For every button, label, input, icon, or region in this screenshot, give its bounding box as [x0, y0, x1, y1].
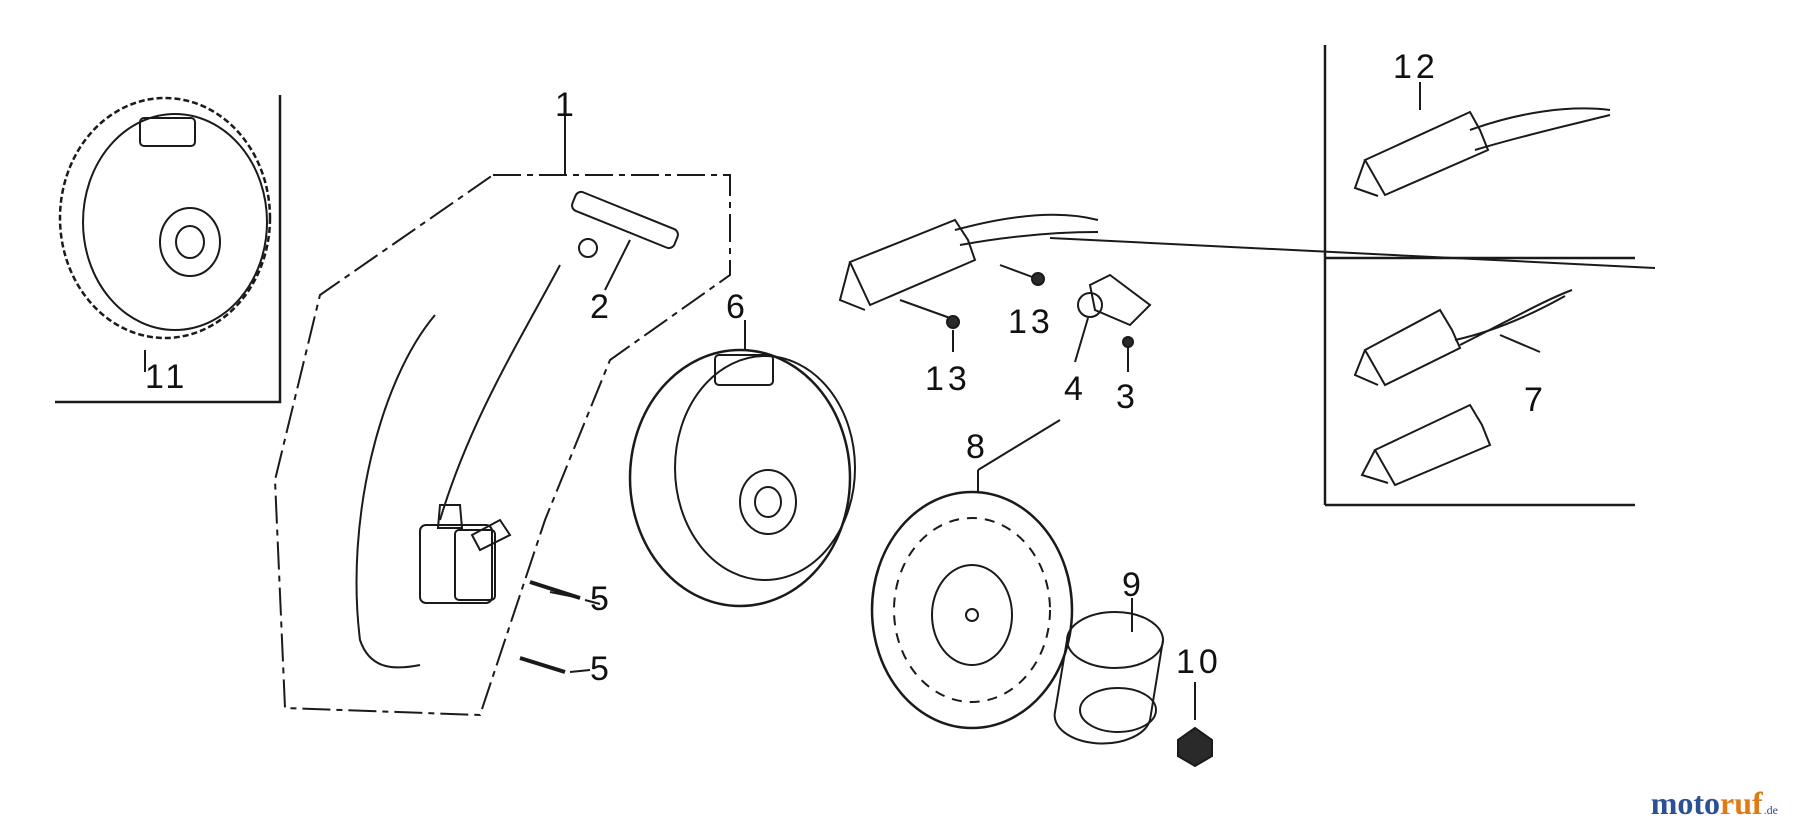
part-6-flywheel	[628, 320, 856, 608]
label-part-5-upper: 5	[590, 580, 613, 618]
label-part-5-lower: 5	[590, 650, 613, 688]
label-part-3: 3	[1116, 378, 1139, 416]
watermark-suffix: .de	[1763, 803, 1778, 817]
label-part-8: 8	[966, 428, 989, 466]
ignition-coil	[355, 264, 561, 669]
label-part-1: 1	[555, 86, 578, 124]
label-part-11: 11	[145, 358, 189, 396]
callout-lines	[564, 115, 1061, 471]
label-part-2: 2	[590, 288, 613, 326]
charge-coil-center	[838, 213, 1656, 352]
part-2-pin	[571, 190, 679, 291]
label-part-4: 4	[1064, 370, 1087, 408]
part-5-screws	[519, 580, 601, 674]
label-part-10: 10	[1176, 643, 1222, 681]
part-10-nut	[1177, 682, 1213, 768]
label-part-13-left: 13	[925, 360, 971, 398]
watermark-part2: ruf	[1720, 785, 1763, 821]
part-7-coils	[1353, 289, 1573, 487]
part-4-bracket	[1074, 273, 1152, 372]
part-1-group-frame	[273, 118, 731, 717]
part-9-starter-cup	[1053, 598, 1164, 745]
label-part-13-right: 13	[1008, 303, 1054, 341]
label-part-12: 12	[1393, 48, 1439, 86]
label-part-9: 9	[1122, 566, 1145, 604]
part-8-fan	[870, 470, 1074, 730]
watermark-part1: moto	[1650, 785, 1721, 821]
part-11-flywheel	[55, 95, 282, 404]
label-part-7: 7	[1524, 381, 1547, 419]
label-part-6: 6	[726, 288, 749, 326]
right-frames	[1323, 45, 1635, 507]
part-12-coil	[1353, 82, 1611, 197]
watermark: motoruf.de	[1651, 787, 1778, 819]
